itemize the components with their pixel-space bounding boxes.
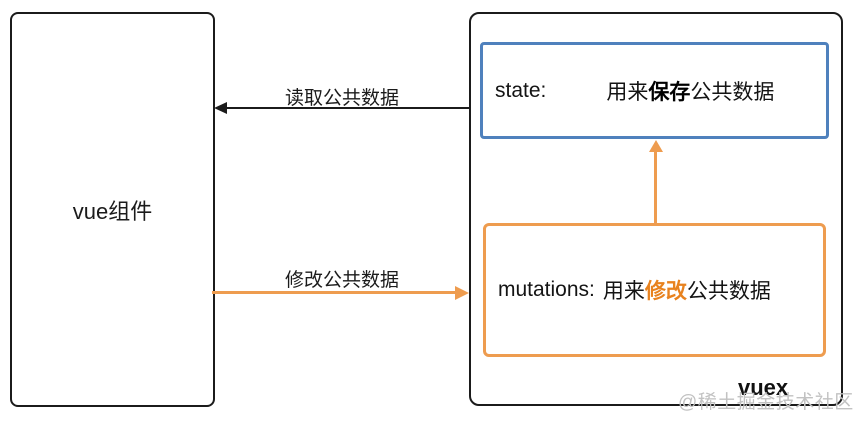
modify-arrow-head-icon	[455, 286, 469, 300]
state-key: state:	[495, 78, 547, 102]
mutations-key: mutations:	[498, 278, 595, 301]
state-desc-suffix: 公共数据	[690, 80, 775, 104]
state-box: state: 用来保存公共数据	[480, 42, 829, 139]
vue-component-label: vue组件	[72, 198, 153, 224]
mutations-box: mutations: 用来修改公共数据	[483, 223, 826, 357]
vuex-container-box	[469, 12, 843, 406]
mutations-desc-suffix: 公共数据	[686, 280, 771, 303]
state-description: 用来保存公共数据	[606, 76, 774, 106]
state-desc-prefix: 用来	[606, 80, 649, 104]
watermark-text: @稀土掘金技术社区	[678, 392, 854, 413]
vuex-label: vuex	[738, 375, 789, 400]
vue-component-box: vue组件	[10, 12, 215, 407]
mutations-desc-prefix: 用来	[602, 280, 645, 303]
mutations-desc-bold: 修改	[644, 280, 687, 303]
commit-arrow-head-icon	[649, 140, 663, 152]
read-arrow-line	[226, 107, 469, 109]
read-arrow-label: 读取公共数据	[284, 88, 399, 109]
commit-arrow-line	[654, 150, 657, 223]
modify-arrow-label: 修改公共数据	[284, 270, 399, 291]
read-arrow-head-icon	[214, 102, 227, 114]
modify-arrow-line	[212, 291, 457, 294]
mutations-description: 用来修改公共数据	[603, 275, 771, 305]
state-desc-bold: 保存	[648, 80, 691, 104]
